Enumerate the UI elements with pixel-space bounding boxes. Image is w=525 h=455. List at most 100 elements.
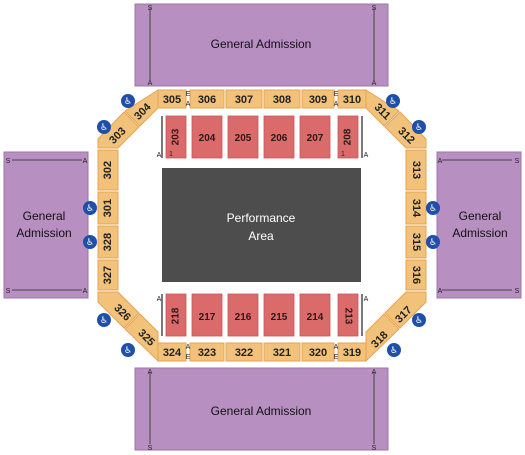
row-a: A [83, 288, 88, 295]
wheelchair-icon: ♿ [386, 94, 400, 108]
wheelchair-icon: ♿ [83, 235, 97, 249]
section-206[interactable] [263, 115, 295, 159]
section-203-label: 203 [171, 128, 182, 145]
section-304[interactable] [124, 89, 159, 127]
wheelchair-icon: ♿ [97, 313, 111, 327]
section-328-label: 328 [102, 233, 114, 251]
svg-text:♿: ♿ [86, 204, 94, 214]
ga-left[interactable]: General Admission [3, 151, 89, 299]
section-203[interactable] [165, 115, 187, 159]
performance-area[interactable]: Performance Area [162, 168, 361, 282]
section-323-label: 323 [198, 347, 216, 359]
row-s: S [372, 5, 377, 12]
section-301[interactable] [97, 191, 119, 225]
section-320[interactable] [301, 342, 335, 362]
section-217[interactable] [191, 293, 223, 337]
section-306[interactable] [189, 89, 225, 109]
section-303[interactable] [97, 111, 140, 149]
ga-right-label-2: Admission [452, 226, 507, 240]
section-213[interactable] [337, 293, 359, 337]
section-301-label: 301 [102, 199, 114, 217]
row-a: A [157, 152, 162, 159]
section-214[interactable] [299, 293, 331, 337]
row-s: S [148, 445, 153, 452]
section-216[interactable] [227, 293, 259, 337]
ga-left-label-1: General [23, 209, 66, 223]
floor-walls [161, 116, 363, 336]
ga-top[interactable]: General Admission [134, 3, 389, 87]
row-letters: S S A A A A S S S A S A A S A S [6, 5, 520, 452]
row-s: S [148, 5, 153, 12]
performance-area-label-1: Performance [227, 211, 296, 225]
section-306-label: 306 [198, 94, 216, 106]
row-a: A [364, 296, 369, 303]
section-217-label: 217 [199, 312, 216, 323]
ga-top-label: General Admission [211, 37, 312, 51]
row-a: A [157, 296, 162, 303]
section-308[interactable] [263, 89, 301, 109]
section-215-label: 215 [271, 312, 288, 323]
section-328[interactable] [97, 225, 119, 259]
section-314-label: 314 [410, 199, 422, 218]
section-325[interactable] [124, 313, 159, 363]
row-a: A [438, 158, 443, 165]
section-205[interactable] [227, 115, 259, 159]
svg-text:♿: ♿ [415, 123, 423, 133]
sections-300-left: 302 301 328 327 [97, 149, 119, 291]
section-309[interactable] [301, 89, 335, 109]
section-313[interactable] [405, 149, 427, 191]
section-308-label: 308 [273, 94, 291, 106]
section-319-label: 319 [343, 347, 361, 359]
row-a: A [334, 344, 339, 351]
wheelchair-icon: ♿ [426, 201, 440, 215]
section-208-label: 208 [343, 128, 354, 145]
sections-300-diagonals: 304 303 311 312 326 325 318 317 [97, 89, 427, 363]
section-318[interactable] [365, 313, 400, 363]
section-204[interactable] [191, 115, 223, 159]
wheelchair-icon: ♿ [426, 235, 440, 249]
section-205-label: 205 [235, 133, 252, 144]
section-215[interactable] [263, 293, 295, 337]
row-e: E [334, 91, 339, 98]
ga-row-lines [12, 8, 512, 444]
ga-right[interactable]: General Admission [436, 151, 522, 299]
section-316-label: 316 [410, 266, 422, 284]
performance-area-label-2: Area [248, 229, 274, 243]
section-302[interactable] [97, 149, 119, 191]
section-327[interactable] [97, 259, 119, 291]
row-s: S [515, 288, 520, 295]
section-218[interactable] [165, 293, 187, 337]
sections-300-bottom: 324 323 322 321 320 319 A E A E [157, 342, 367, 362]
section-315-label: 315 [410, 233, 422, 251]
section-207[interactable] [299, 115, 331, 159]
section-307-label: 307 [235, 94, 253, 106]
section-326[interactable] [97, 291, 140, 329]
sections-200-top: 203 204 205 206 207 208 A 1 1 A [157, 115, 369, 159]
section-204-label: 204 [199, 133, 216, 144]
section-307[interactable] [225, 89, 263, 109]
section-305-label: 305 [163, 94, 181, 106]
ga-bottom[interactable]: General Admission [134, 367, 389, 451]
section-309-label: 309 [309, 94, 327, 106]
svg-text:♿: ♿ [389, 97, 397, 107]
section-206-label: 206 [271, 133, 288, 144]
row-a: A [438, 288, 443, 295]
section-302-label: 302 [102, 161, 114, 179]
ga-right-label-1: General [459, 209, 502, 223]
svg-text:♿: ♿ [100, 123, 108, 133]
section-208[interactable] [337, 115, 359, 159]
section-321[interactable] [263, 342, 301, 362]
row-a: A [372, 369, 377, 376]
section-312[interactable] [384, 111, 427, 149]
section-316[interactable] [405, 259, 427, 291]
section-317[interactable] [384, 291, 427, 329]
section-323[interactable] [189, 342, 225, 362]
svg-text:♿: ♿ [390, 346, 398, 356]
section-216-label: 216 [235, 312, 252, 323]
row-a: A [334, 101, 339, 108]
svg-text:♿: ♿ [86, 238, 94, 248]
section-207-label: 207 [307, 133, 324, 144]
svg-text:♿: ♿ [124, 346, 132, 356]
wheelchair-icon: ♿ [121, 94, 135, 108]
section-322[interactable] [225, 342, 263, 362]
